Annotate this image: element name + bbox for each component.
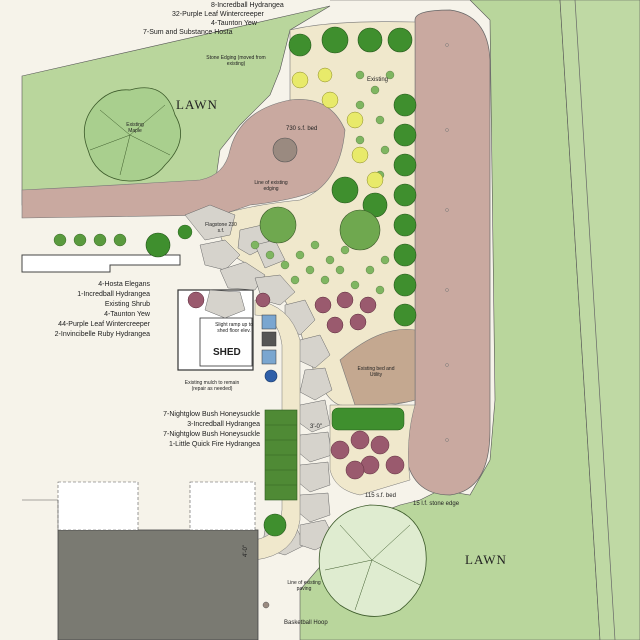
note-flagstone: Flagstone 230 s.f. — [205, 222, 237, 234]
shed-window — [261, 314, 277, 330]
porch-left — [57, 481, 139, 531]
note-slight-ramp: Slight ramp up to shed floor elev. — [215, 322, 253, 334]
label-incredball-bottom: 3-Incredball Hydrangea — [187, 421, 260, 428]
existing-bed-utility — [339, 329, 416, 406]
existing-maple-tree — [83, 87, 182, 182]
note-line-existing-edging: Line of existing edging — [254, 180, 288, 192]
large-tree-bottom — [318, 504, 427, 617]
note-line-existing-paving: Line of existing paving — [287, 580, 321, 592]
note-115-sf: 115 s.f. bed — [365, 493, 396, 499]
lawn-label-bottom: LAWN — [465, 552, 507, 567]
note-existing: Existing — [367, 77, 389, 83]
raised-bed-rows — [265, 424, 297, 486]
note-15-lf: 15 l.f. stone edge — [413, 501, 460, 507]
shed-feature — [261, 331, 277, 347]
label-hosta-top: 7-Sum and Substance Hosta — [143, 29, 233, 36]
walkway-edge-markers — [445, 43, 449, 442]
porch-right — [189, 481, 256, 531]
label-wintercreeper-left: 44-Purple Leaf Wintercreeper — [58, 321, 150, 328]
utility-marker — [264, 369, 278, 383]
label-honeysuckle-1: 7-Nightglow Bush Honeysuckle — [163, 411, 260, 418]
hydrangea-shrubs — [145, 26, 417, 537]
label-existing-shrub: Existing Shrub — [104, 301, 150, 308]
shed-door — [199, 317, 253, 367]
patio-fire-pit — [272, 137, 298, 163]
label-taunton-top: 4-Taunton Yew — [211, 20, 257, 27]
label-wintercreeper-top: 32-Purple Leaf Wintercreeper — [172, 11, 264, 18]
label-quickfire: 1-Little Quick Fire Hydrangea — [168, 441, 260, 448]
house-wall — [21, 254, 181, 273]
ruby-hydrangea — [187, 291, 405, 480]
shed-feature-2 — [261, 349, 277, 365]
label-taunton-left: 4-Taunton Yew — [104, 311, 150, 318]
property-line — [574, 0, 616, 640]
note-existing-mulch: Existing mulch to remain (repair as need… — [184, 380, 240, 392]
hosta-plants — [291, 67, 384, 189]
lawn-area-right — [299, 0, 601, 640]
lawn-label-top: LAWN — [176, 97, 218, 112]
note-stone-edging: Stone Edging (moved from existing) — [206, 55, 266, 67]
wintercreeper-groundcover — [250, 70, 395, 295]
label-ruby-hydrangea: 2-Invincibelle Ruby Hydrangea — [54, 331, 150, 338]
brick-walkway — [404, 9, 491, 496]
hosta-elegans-row — [53, 233, 127, 247]
honeysuckle-row — [331, 407, 405, 431]
note-existing-bed: Existing bed and Utility — [357, 366, 395, 378]
yew-shrubs — [259, 206, 381, 251]
dimension-3ft: 3'-0" — [310, 424, 322, 430]
label-hosta-elegans: 4-Hosta Elegans — [98, 281, 150, 288]
small-shrub — [177, 224, 193, 240]
driveway — [57, 529, 259, 640]
note-existing-maple: Existing Maple — [126, 122, 144, 134]
note-730-sf: 730 s.f. bed — [286, 126, 318, 132]
label-incredball-top: 8-Incredball Hydrangea — [211, 2, 284, 9]
basketball-hoop-marker — [262, 601, 270, 609]
lawn-strip-right — [559, 0, 640, 640]
note-basketball-hoop: Basketball Hoop — [284, 620, 328, 626]
shed-label: SHED — [213, 347, 241, 358]
label-incredball-left: 1-Incredball Hydrangea — [77, 291, 150, 298]
house-edge — [22, 499, 59, 530]
dimension-4ft: 4'-0" — [242, 545, 249, 557]
label-honeysuckle-2: 7-Nightglow Bush Honeysuckle — [163, 431, 260, 438]
